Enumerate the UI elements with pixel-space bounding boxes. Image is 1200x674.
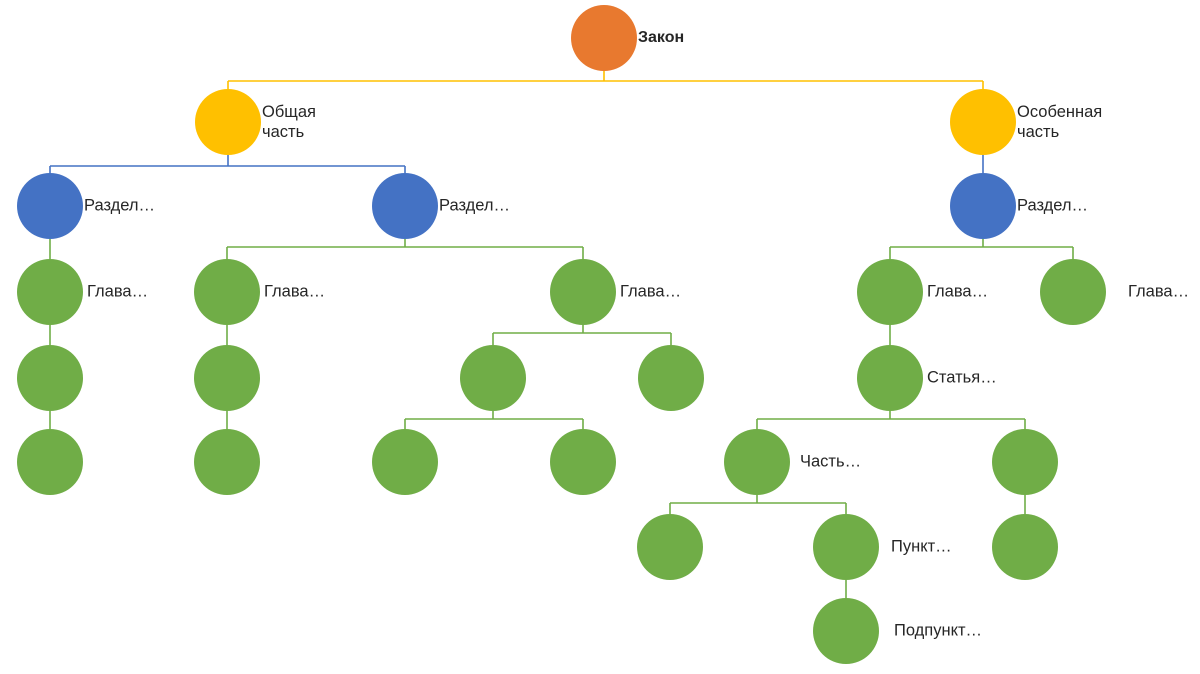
tree-connector xyxy=(492,325,672,345)
tree-node-glavaA[interactable]: Глава… xyxy=(17,259,148,325)
node-circle-glavaC2[interactable] xyxy=(638,345,704,411)
tree-node-chast[interactable]: Часть… xyxy=(724,429,861,495)
edges-layer xyxy=(49,71,1074,598)
tree-node-chastL[interactable] xyxy=(637,514,703,580)
tree-node-punkt[interactable]: Пункт… xyxy=(813,514,952,580)
node-circle-razdel1[interactable] xyxy=(17,173,83,239)
node-label-punkt: Пункт… xyxy=(891,537,952,555)
node-circle-razdel3[interactable] xyxy=(950,173,1016,239)
tree-node-podpunkt[interactable]: Подпункт… xyxy=(813,598,982,664)
node-circle-zakon[interactable] xyxy=(571,5,637,71)
node-label-glavaB: Глава… xyxy=(264,282,325,300)
node-circle-glavaE[interactable] xyxy=(1040,259,1106,325)
node-label-glavaC: Глава… xyxy=(620,282,681,300)
tree-connector xyxy=(227,71,984,89)
node-circle-glavaB2[interactable] xyxy=(194,345,260,411)
tree-node-statyaR2[interactable] xyxy=(992,514,1058,580)
tree-connector xyxy=(889,239,1074,259)
tree-connector xyxy=(49,155,406,173)
tree-node-statyaR[interactable] xyxy=(992,429,1058,495)
node-label-chast: Часть… xyxy=(800,452,861,470)
tree-node-glavaC1a[interactable] xyxy=(372,429,438,495)
node-label-statya: Статья… xyxy=(927,368,997,386)
tree-node-glavaA3[interactable] xyxy=(17,429,83,495)
node-label-podpunkt: Подпункт… xyxy=(894,621,982,639)
node-label-glavaE: Глава… xyxy=(1128,282,1189,300)
node-circle-statyaR2[interactable] xyxy=(992,514,1058,580)
tree-connector xyxy=(226,239,584,259)
tree-node-glavaC1[interactable] xyxy=(460,345,526,411)
node-circle-chastL[interactable] xyxy=(637,514,703,580)
tree-node-statya[interactable]: Статья… xyxy=(857,345,997,411)
tree-node-razdel3[interactable]: Раздел… xyxy=(950,173,1088,239)
tree-node-glavaE[interactable]: Глава… xyxy=(1040,259,1189,325)
tree-connector xyxy=(669,495,847,514)
node-label-zakon: Закон xyxy=(638,29,684,46)
node-circle-statyaR[interactable] xyxy=(992,429,1058,495)
node-label-razdel3: Раздел… xyxy=(1017,196,1088,214)
tree-node-razdel2[interactable]: Раздел… xyxy=(372,173,510,239)
node-circle-glavaA3[interactable] xyxy=(17,429,83,495)
tree-node-glavaA2[interactable] xyxy=(17,345,83,411)
tree-node-glavaC[interactable]: Глава… xyxy=(550,259,681,325)
node-circle-osobennaya[interactable] xyxy=(950,89,1016,155)
node-circle-chast[interactable] xyxy=(724,429,790,495)
node-label-razdel2: Раздел… xyxy=(439,196,510,214)
node-label-glavaD: Глава… xyxy=(927,282,988,300)
tree-node-glavaB3[interactable] xyxy=(194,429,260,495)
node-circle-glavaD[interactable] xyxy=(857,259,923,325)
node-circle-glavaC[interactable] xyxy=(550,259,616,325)
tree-node-glavaD[interactable]: Глава… xyxy=(857,259,988,325)
node-circle-glavaC1b[interactable] xyxy=(550,429,616,495)
tree-connector xyxy=(404,411,584,429)
node-label-razdel1: Раздел… xyxy=(84,196,155,214)
tree-node-glavaB2[interactable] xyxy=(194,345,260,411)
tree-node-razdel1[interactable]: Раздел… xyxy=(17,173,155,239)
tree-connector xyxy=(756,411,1026,429)
node-circle-razdel2[interactable] xyxy=(372,173,438,239)
tree-node-zakon[interactable]: Закон xyxy=(571,5,684,71)
tree-node-glavaC2[interactable] xyxy=(638,345,704,411)
node-circle-glavaC1a[interactable] xyxy=(372,429,438,495)
node-circle-glavaC1[interactable] xyxy=(460,345,526,411)
node-circle-punkt[interactable] xyxy=(813,514,879,580)
node-circle-obshaya[interactable] xyxy=(195,89,261,155)
node-circle-statya[interactable] xyxy=(857,345,923,411)
node-circle-glavaB[interactable] xyxy=(194,259,260,325)
node-circle-podpunkt[interactable] xyxy=(813,598,879,664)
node-circle-glavaA2[interactable] xyxy=(17,345,83,411)
tree-node-glavaB[interactable]: Глава… xyxy=(194,259,325,325)
node-circle-glavaB3[interactable] xyxy=(194,429,260,495)
node-circle-glavaA[interactable] xyxy=(17,259,83,325)
node-label-glavaA: Глава… xyxy=(87,282,148,300)
tree-node-glavaC1b[interactable] xyxy=(550,429,616,495)
